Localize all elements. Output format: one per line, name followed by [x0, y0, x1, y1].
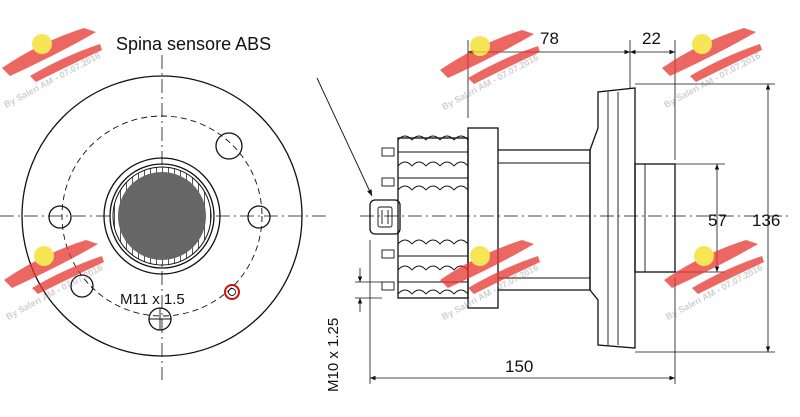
tooth-row — [397, 239, 469, 245]
centering-pilot — [634, 163, 676, 273]
dim-57-label: 57 — [708, 211, 727, 230]
watermark-wing — [2, 28, 102, 82]
tooth-row — [397, 161, 469, 167]
dim-136-label: 136 — [752, 211, 780, 230]
wheel-flange — [589, 87, 636, 349]
front-view: M11 x 1.5 — [0, 55, 330, 380]
hub-bore-outer — [103, 157, 221, 275]
abs-sensor-housing — [369, 199, 401, 235]
abs-sensor-label: Spina sensore ABS — [116, 34, 271, 54]
watermark-wing — [440, 30, 540, 84]
spline-teeth — [381, 135, 469, 295]
dimension-lines: 78 22 57 136 150 M10 x 1.25 Spina sensor… — [116, 29, 780, 392]
watermark-logo — [34, 246, 54, 266]
bolt-hole-left — [48, 205, 72, 229]
watermark: By Saleri AM - 07.07.2016 — [664, 240, 764, 322]
watermark: By Saleri AM - 07.07.2016 — [4, 240, 104, 322]
flange-outline — [21, 75, 303, 357]
watermark-logo — [32, 34, 52, 54]
hub-center-fill — [118, 172, 206, 260]
spline-tooth — [381, 281, 395, 291]
dim-22-label: 22 — [642, 29, 661, 48]
bolt-thread-label: M10 x 1.25 — [325, 318, 342, 392]
stud-thread-label: M11 x 1.5 — [120, 291, 185, 308]
watermark: By Saleri AM - 07.07.2016 — [662, 28, 762, 110]
watermark-logo — [694, 246, 714, 266]
abs-sensor-window — [377, 206, 393, 228]
abs-sensor-pin — [369, 199, 401, 235]
watermark-wing — [664, 240, 764, 294]
bolt-hole-right — [247, 205, 271, 229]
abs-leader-line — [316, 77, 373, 197]
watermark-wing — [4, 240, 104, 294]
stud-hole-marker-inner — [228, 288, 236, 296]
bearing-housing — [467, 127, 499, 309]
bolt-hole-bottom-left — [70, 274, 94, 298]
watermark-wing — [662, 28, 762, 82]
tooth-row — [397, 289, 469, 295]
bolt-circle — [61, 115, 263, 317]
watermark-logo — [692, 34, 712, 54]
spline-tooth — [381, 177, 395, 187]
watermark-logo — [470, 36, 490, 56]
spline-tooth — [381, 249, 395, 259]
watermark-wing — [440, 240, 540, 294]
dim-78-label: 78 — [540, 29, 559, 48]
watermark: By Saleri AM - 07.07.2016 — [440, 30, 540, 112]
bolt-hole-top-right — [215, 132, 243, 160]
watermark-layer: By Saleri AM - 07.07.2016 By Saleri AM - … — [2, 28, 764, 322]
tooth-row — [397, 135, 469, 141]
side-view — [360, 87, 790, 349]
dim-150-label: 150 — [505, 357, 533, 376]
tooth-row — [397, 265, 469, 271]
tooth-row — [397, 185, 469, 191]
stud-hole-marker — [224, 284, 240, 300]
watermark: By Saleri AM - 07.07.2016 — [440, 240, 540, 322]
spline-tooth — [381, 147, 395, 157]
hub-bore-inner — [109, 163, 215, 269]
watermark-logo — [470, 246, 490, 266]
